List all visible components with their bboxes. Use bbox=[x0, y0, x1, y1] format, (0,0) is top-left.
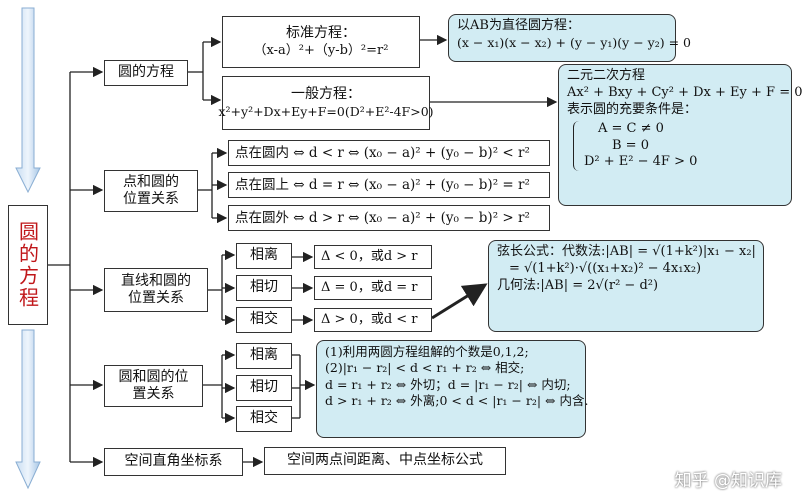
chord-length-note: 弦长公式：代数法:|AB| = √(1+k²)|x₁ − x₂| = √(1+k… bbox=[488, 240, 764, 332]
chord-length-geometric: 几何法:|AB| = 2√(r² − d²) bbox=[497, 277, 659, 293]
node-circle-equation: 圆的方程 bbox=[104, 60, 188, 86]
condition-a-equals-c: A = C ≠ 0 bbox=[598, 120, 664, 136]
circles-intersect: 相交 bbox=[236, 406, 292, 432]
node-line-circle-line2: 位置关系 bbox=[128, 290, 184, 306]
circle-relation-note-2: (2)|r₁ − r₂| < d < r₁ + r₂ ⇔ 相交; bbox=[325, 360, 525, 376]
condition-b-zero: B = 0 bbox=[612, 137, 649, 153]
quadratic-equation-note: 二元二次方程 Ax² + Bxy + Cy² + Dx + Ey + F = 0… bbox=[558, 64, 802, 206]
chord-length-expanded: = √(1+k²)·√((x₁+x₂)² − 4x₁x₂) bbox=[509, 260, 702, 276]
node-circle-circle-line1: 圆和圆的位 bbox=[118, 368, 189, 385]
watermark: 知乎 @知识库 bbox=[674, 471, 782, 491]
diameter-equation-note: 以AB为直径圆方程： (x − x₁)(x − x₂) + (y − y₁)(y… bbox=[448, 14, 691, 62]
flow-arrow-bottom bbox=[15, 329, 41, 490]
node-line-circle-line1: 直线和圆的 bbox=[121, 272, 191, 289]
quadratic-equation-formula: Ax² + Bxy + Cy² + Dx + Ey + F = 0 bbox=[567, 84, 802, 100]
node-point-circle: 点和圆的 位置关系 bbox=[104, 170, 198, 212]
circle-relation-note-3: d = r₁ + r₂ ⇔ 外切；d = |r₁ − r₂| ⇔ 内切; bbox=[325, 376, 571, 392]
node-line-circle: 直线和圆的 位置关系 bbox=[104, 268, 208, 312]
general-equation-box: 一般方程： x²+y²+Dx+Ey+F=0(D²+E²-4F>0) bbox=[218, 76, 434, 130]
diameter-equation-formula: (x − x₁)(x − x₂) + (y − y₁)(y − y₂) = 0 bbox=[457, 34, 691, 50]
chord-length-algebraic: 弦长公式：代数法:|AB| = √(1+k²)|x₁ − x₂| bbox=[497, 244, 756, 259]
root-topic: 圆的方程 bbox=[8, 205, 48, 325]
node-coordinate-space: 空间直角坐标系 bbox=[104, 448, 243, 476]
condition-discriminant: D² + E² − 4F > 0 bbox=[584, 154, 698, 170]
quadratic-conditions-group: A = C ≠ 0 B = 0 D² + E² − 4F > 0 bbox=[573, 120, 783, 172]
circle-relation-note-4: d > r₁ + r₂ ⇔ 外离;0 < d < |r₁ − r₂| ⇔ 内含. bbox=[325, 392, 589, 408]
node-circle-circle-line2: 置关系 bbox=[132, 386, 175, 402]
point-on-circle: 点在圆上 ⇔ d = r ⇔ (x₀ − a)² + (y₀ − b)² = r… bbox=[228, 172, 550, 198]
node-point-circle-line1: 点和圆的 bbox=[123, 173, 179, 190]
quadratic-equation-title: 二元二次方程 bbox=[567, 68, 646, 83]
point-inside-circle: 点在圆内 ⇔ d < r ⇔ (x₀ − a)² + (y₀ − b)² < r… bbox=[228, 140, 550, 166]
node-point-circle-line2: 位置关系 bbox=[123, 191, 179, 207]
standard-equation-formula: （x-a）²+（y-b）²=r² bbox=[253, 42, 389, 58]
general-equation-title: 一般方程： bbox=[291, 86, 361, 103]
flow-arrow-top bbox=[15, 7, 41, 194]
circle-relation-note-1: (1)利用两圆方程组解的个数是0,1,2; bbox=[325, 344, 529, 359]
point-outside-circle: 点在圆外 ⇔ d > r ⇔ (x₀ − a)² + (y₀ − b)² > r… bbox=[228, 205, 550, 231]
standard-equation-box: 标准方程： （x-a）²+（y-b）²=r² bbox=[222, 16, 420, 68]
line-tangent: 相切 bbox=[236, 275, 292, 301]
node-circle-circle: 圆和圆的位 置关系 bbox=[104, 365, 203, 407]
circles-separate: 相离 bbox=[236, 343, 292, 369]
line-intersect: 相交 bbox=[236, 307, 292, 333]
general-equation-formula: x²+y²+Dx+Ey+F=0(D²+E²-4F>0) bbox=[218, 103, 434, 119]
line-separate-condition: Δ < 0，或d > r bbox=[314, 245, 432, 269]
quadratic-condition-label: 表示圆的充要条件是： bbox=[567, 101, 698, 117]
standard-equation-title: 标准方程： bbox=[286, 25, 356, 42]
line-tangent-condition: Δ = 0，或d = r bbox=[314, 276, 432, 300]
diameter-equation-title: 以AB为直径圆方程： bbox=[457, 18, 580, 33]
space-distance-formula: 空间两点间距离、中点坐标公式 bbox=[264, 447, 506, 475]
circles-tangent: 相切 bbox=[236, 375, 292, 401]
circle-relation-note: (1)利用两圆方程组解的个数是0,1,2; (2)|r₁ − r₂| < d <… bbox=[316, 340, 589, 438]
line-intersect-condition: Δ > 0，或d < r bbox=[314, 308, 432, 332]
line-separate: 相离 bbox=[236, 243, 292, 269]
